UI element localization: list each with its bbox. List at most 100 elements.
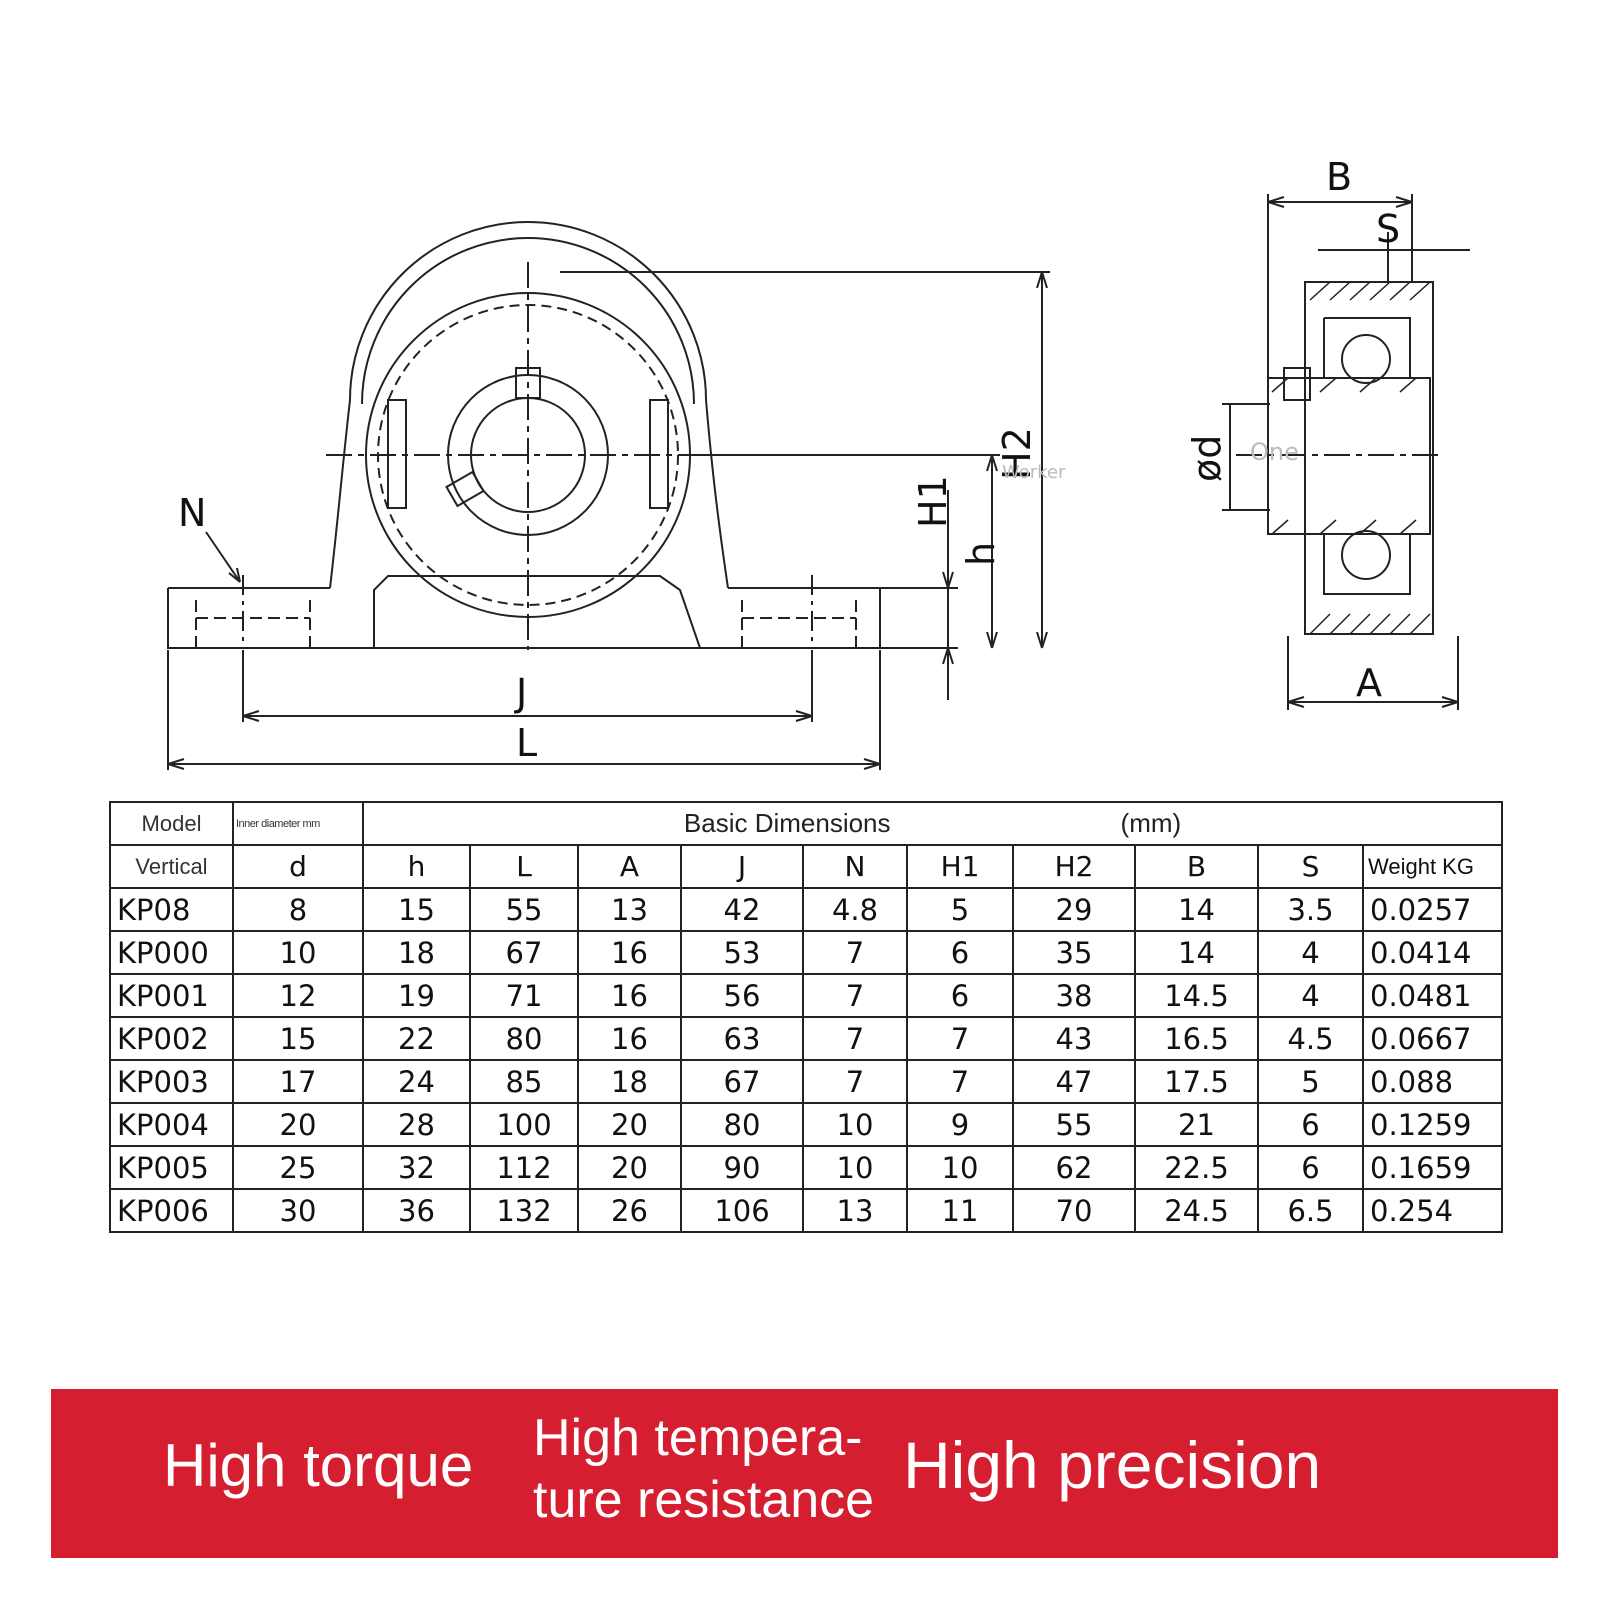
dimension-cell: 35 [1012,930,1136,975]
dimension-cell: 10 [906,1145,1014,1190]
dimension-cell: 6 [906,930,1014,975]
label-d: ød [1185,435,1229,482]
label-b: B [1326,155,1352,199]
dimension-cell: 6 [1257,1102,1364,1147]
dimension-cell: 4.8 [802,887,908,932]
dimension-cell: 90 [680,1145,804,1190]
dimension-cell: 7 [802,973,908,1018]
dimension-cell: 9 [906,1102,1014,1147]
dimension-cell: 15 [362,887,471,932]
feature-high-temperature: High tempera- ture resistance [533,1407,913,1531]
dimension-cell: 16 [577,973,682,1018]
feature-high-temperature-line1: High tempera- [533,1409,863,1467]
dimension-cell: 132 [469,1188,579,1233]
header-vertical: Vertical [109,844,234,889]
dimension-cell: 18 [577,1059,682,1104]
label-h: h [959,542,1003,566]
dimension-cell: 7 [802,930,908,975]
header-weight: Weight KG [1361,844,1504,889]
dimension-cell: 43 [1012,1016,1136,1061]
dimension-cell: 20 [577,1102,682,1147]
feature-high-precision: High precision [903,1428,1322,1502]
weight-cell: 0.1259 [1361,1102,1504,1147]
header-row-1: Model Inner diameter mm Basic Dimensions… [109,801,1504,846]
dimension-cell: 10 [802,1145,908,1190]
label-a: A [1356,661,1382,705]
dimension-cell: 80 [680,1102,804,1147]
header-s: S [1257,844,1364,889]
header-j: J [680,844,804,889]
feature-high-torque: High torque [163,1432,474,1499]
dimension-cell: 71 [469,973,579,1018]
feature-high-temperature-line2: ture resistance [533,1471,875,1529]
dimension-cell: 19 [362,973,471,1018]
dimension-cell: 4 [1257,930,1364,975]
label-s: S [1376,207,1400,251]
header-a: A [577,844,682,889]
dimension-cell: 29 [1012,887,1136,932]
model-cell: KP08 [109,887,234,932]
dimension-cell: 70 [1012,1188,1136,1233]
header-row-2: Vertical d h L A J N H1 H2 B S Weight KG [109,844,1504,889]
dimension-cell: 14 [1134,887,1259,932]
dimension-cell: 80 [469,1016,579,1061]
dimension-cell: 100 [469,1102,579,1147]
dimension-cell: 13 [802,1188,908,1233]
dimension-cell: 22 [362,1016,471,1061]
weight-cell: 0.088 [1361,1059,1504,1104]
header-n: N [802,844,908,889]
weight-cell: 0.0481 [1361,973,1504,1018]
dimension-cell: 112 [469,1145,579,1190]
weight-cell: 0.0667 [1361,1016,1504,1061]
model-cell: KP000 [109,930,234,975]
dimension-cell: 20 [232,1102,364,1147]
dimension-cell: 62 [1012,1145,1136,1190]
weight-cell: 0.0414 [1361,930,1504,975]
header-model: Model [109,801,234,846]
dimension-cell: 5 [906,887,1014,932]
label-h1: H1 [911,475,955,528]
header-d: d [232,844,364,889]
dimension-cell: 14.5 [1134,973,1259,1018]
dimension-cell: 17.5 [1134,1059,1259,1104]
dimension-cell: 5 [1257,1059,1364,1104]
dimension-cell: 7 [802,1016,908,1061]
dimension-cell: 106 [680,1188,804,1233]
dimension-cell: 38 [1012,973,1136,1018]
header-l: L [469,844,579,889]
header-h2: H2 [1012,844,1136,889]
dimension-cell: 4.5 [1257,1016,1364,1061]
dimension-cell: 14 [1134,930,1259,975]
header-basic-dimensions: Basic Dimensions(mm) [361,801,1504,846]
weight-cell: 0.0257 [1361,887,1504,932]
dimension-cell: 16 [577,930,682,975]
dimension-cell: 8 [232,887,364,932]
dimension-cell: 17 [232,1059,364,1104]
header-b: B [1134,844,1259,889]
dimension-cell: 11 [906,1188,1014,1233]
dimension-cell: 85 [469,1059,579,1104]
dimension-cell: 56 [680,973,804,1018]
weight-cell: 0.1659 [1361,1145,1504,1190]
header-h: h [362,844,471,889]
dimension-cell: 36 [362,1188,471,1233]
dimension-cell: 12 [232,973,364,1018]
housing-outer-arc [349,221,707,401]
dimension-cell: 24 [362,1059,471,1104]
dimension-cell: 15 [232,1016,364,1061]
dimension-cell: 26 [577,1188,682,1233]
dimension-cell: 53 [680,930,804,975]
model-cell: KP003 [109,1059,234,1104]
dimension-cell: 67 [469,930,579,975]
label-n: N [178,491,206,535]
dimension-cell: 6 [1257,1145,1364,1190]
dimension-cell: 32 [362,1145,471,1190]
watermark-one: One [1250,438,1299,466]
dimension-cell: 10 [802,1102,908,1147]
